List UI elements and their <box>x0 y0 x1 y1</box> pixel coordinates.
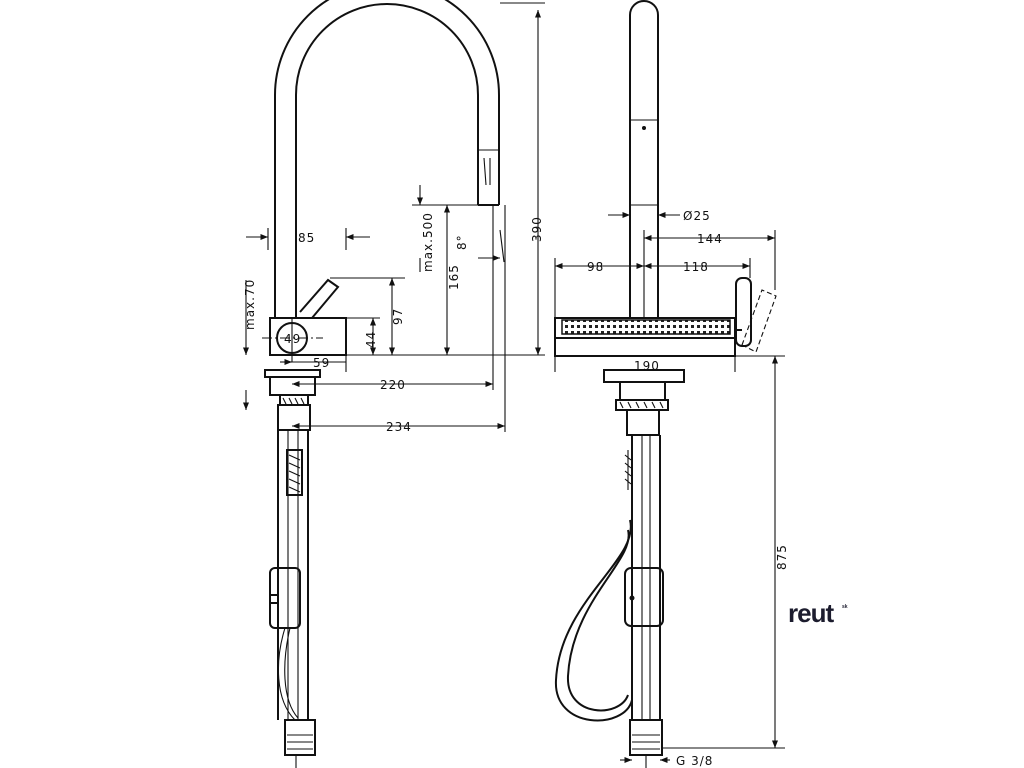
dim-dia25: Ø25 <box>683 209 711 223</box>
dim-165: 165 <box>447 264 461 290</box>
top-plate <box>554 317 742 357</box>
supply-hoses-front <box>554 435 664 768</box>
brand-name: reut <box>788 598 834 628</box>
dim-49: 49 <box>284 332 301 346</box>
dim-59: 59 <box>313 356 330 370</box>
dim-max70: max.70 <box>243 279 257 330</box>
front-dimension-labels: Ø25 144 98 118 190 875 G 3/8 <box>587 209 789 768</box>
base-mount <box>264 369 321 431</box>
dim-angle-8: 8° <box>455 234 469 250</box>
spout-outline <box>274 0 500 318</box>
dim-44: 44 <box>364 331 378 348</box>
dim-144: 144 <box>697 232 723 246</box>
front-dimension-lines <box>554 211 785 764</box>
brand-logo: reut sk <box>788 598 848 628</box>
mixer-body <box>262 317 347 362</box>
side-dimension-labels: 85 max.500 8° 390 max.70 165 97 44 49 59… <box>243 212 544 434</box>
dim-97: 97 <box>391 308 405 325</box>
side-lever <box>735 277 777 353</box>
dim-390: 390 <box>530 216 544 242</box>
supply-hoses <box>269 430 316 768</box>
base-mount-front <box>603 369 685 436</box>
side-dimension-lines <box>242 2 545 432</box>
front-view: Ø25 144 98 118 190 875 G 3/8 <box>554 0 789 768</box>
dim-220: 220 <box>380 378 406 392</box>
dim-875: 875 <box>775 544 789 570</box>
dim-thread: G 3/8 <box>676 754 713 768</box>
brand-suffix: sk <box>842 604 848 610</box>
side-view: 85 max.500 8° 390 max.70 165 97 44 49 59… <box>242 0 545 768</box>
dim-85: 85 <box>298 231 315 245</box>
dim-max500: max.500 <box>421 212 435 272</box>
dim-234: 234 <box>386 420 412 434</box>
spout-front <box>629 0 659 318</box>
dim-118: 118 <box>683 260 709 274</box>
dim-98: 98 <box>587 260 604 274</box>
dim-190: 190 <box>634 359 660 373</box>
lever-handle <box>299 278 340 319</box>
